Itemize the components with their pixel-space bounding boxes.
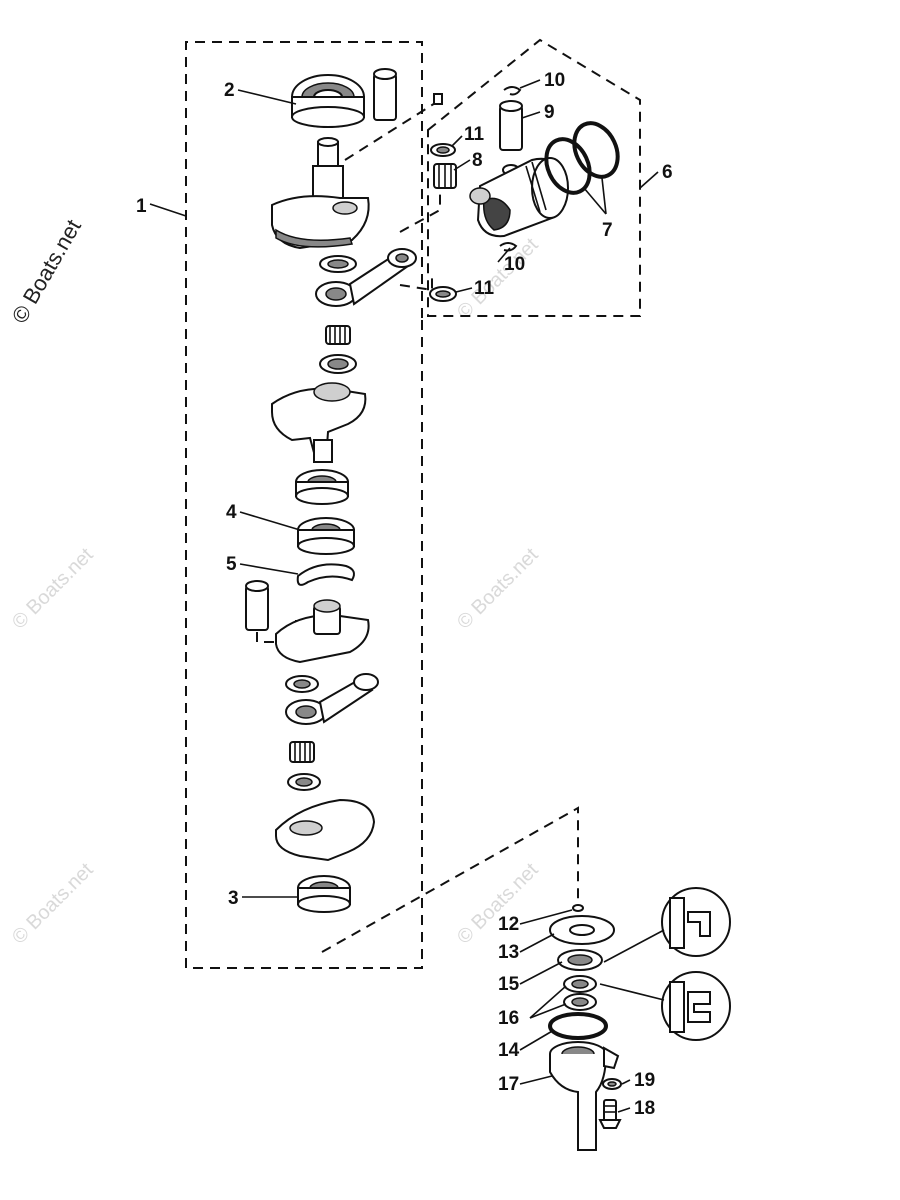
callout-3: 3 <box>228 888 239 909</box>
seal-washer <box>549 915 615 945</box>
callout-17: 17 <box>498 1074 519 1095</box>
crankshaft-assembly-boundary <box>185 41 423 969</box>
callout-11-bottom: 11 <box>474 278 495 299</box>
piston-ring-1 <box>544 137 592 195</box>
callout-15: 15 <box>498 974 520 995</box>
watermark-faint-2: © Boats.net <box>453 544 543 634</box>
bottom-ball-bearing <box>297 875 351 913</box>
watermark-faint-3: © Boats.net <box>8 859 98 949</box>
upper-crank-shaft <box>271 137 370 250</box>
bearing-cage-3 <box>287 773 321 791</box>
top-ball-bearing <box>291 74 365 128</box>
screw-18 <box>598 1099 622 1129</box>
needle-bearing-cage-1 <box>319 255 357 273</box>
callout-9: 9 <box>544 102 555 123</box>
watermark-faint-4: © Boats.net <box>453 859 543 949</box>
dowel-pin-lower <box>245 580 269 631</box>
callout-19: 19 <box>634 1070 655 1091</box>
rod-to-piston-guide <box>399 188 441 233</box>
piston-assembly-boundary <box>427 38 641 317</box>
washer-19 <box>602 1078 622 1090</box>
callout-7: 7 <box>602 220 613 241</box>
piston-pin-clip-top <box>503 86 522 96</box>
pin-guide-top <box>344 99 441 161</box>
piston <box>469 157 569 238</box>
callout-13: 13 <box>498 942 519 963</box>
oil-seal-lower <box>563 993 597 1011</box>
callout-1: 1 <box>136 196 147 217</box>
callout-10-bottom: 10 <box>504 254 525 275</box>
thrust-washer-bottom <box>429 286 457 302</box>
callout-18: 18 <box>634 1098 655 1119</box>
crankshaft-to-seal-guide <box>321 806 579 953</box>
needle-bearing-1 <box>325 325 351 345</box>
connecting-rod-lower <box>285 673 379 725</box>
callout-6: 6 <box>662 162 673 183</box>
o-ring-large <box>548 1012 608 1040</box>
lower-crank-web <box>275 599 370 664</box>
seal-detail-lower <box>599 971 731 1041</box>
leader-lines <box>149 79 659 1113</box>
callout-14: 14 <box>498 1040 520 1061</box>
bottom-crank-web <box>275 798 376 862</box>
lower-seal-housing <box>549 1041 620 1151</box>
callout-8: 8 <box>472 150 483 171</box>
retaining-ring <box>296 563 355 586</box>
dowel-pin-top <box>373 68 397 121</box>
center-ball-bearing-upper <box>295 469 349 505</box>
needle-bearing-2 <box>289 741 315 763</box>
oil-seal-upper <box>563 975 597 993</box>
connecting-rod-upper <box>315 248 417 307</box>
watermark-faint-1: © Boats.net <box>8 544 98 634</box>
middle-crank-web <box>271 382 367 463</box>
piston-ring-2 <box>572 121 620 179</box>
callout-11-top: 11 <box>464 124 485 145</box>
center-ball-bearing-lower <box>297 517 355 555</box>
callout-5: 5 <box>226 554 237 575</box>
watermark-faint-5: © Boats.net <box>453 234 543 324</box>
seal-carrier <box>557 949 603 971</box>
seal-detail-upper <box>603 887 731 963</box>
o-ring-small <box>572 904 584 912</box>
bearing-cage-2 <box>319 354 357 374</box>
piston-pin <box>499 100 523 151</box>
small-key <box>433 93 443 105</box>
callout-10-top: 10 <box>544 70 565 91</box>
piston-needle-bearing <box>433 163 457 189</box>
thrust-washer-top <box>430 143 456 157</box>
callout-4: 4 <box>226 502 237 523</box>
callout-16: 16 <box>498 1008 519 1029</box>
watermark-main: © Boats.net <box>7 215 86 327</box>
callout-2: 2 <box>224 80 235 101</box>
callout-12: 12 <box>498 914 519 935</box>
